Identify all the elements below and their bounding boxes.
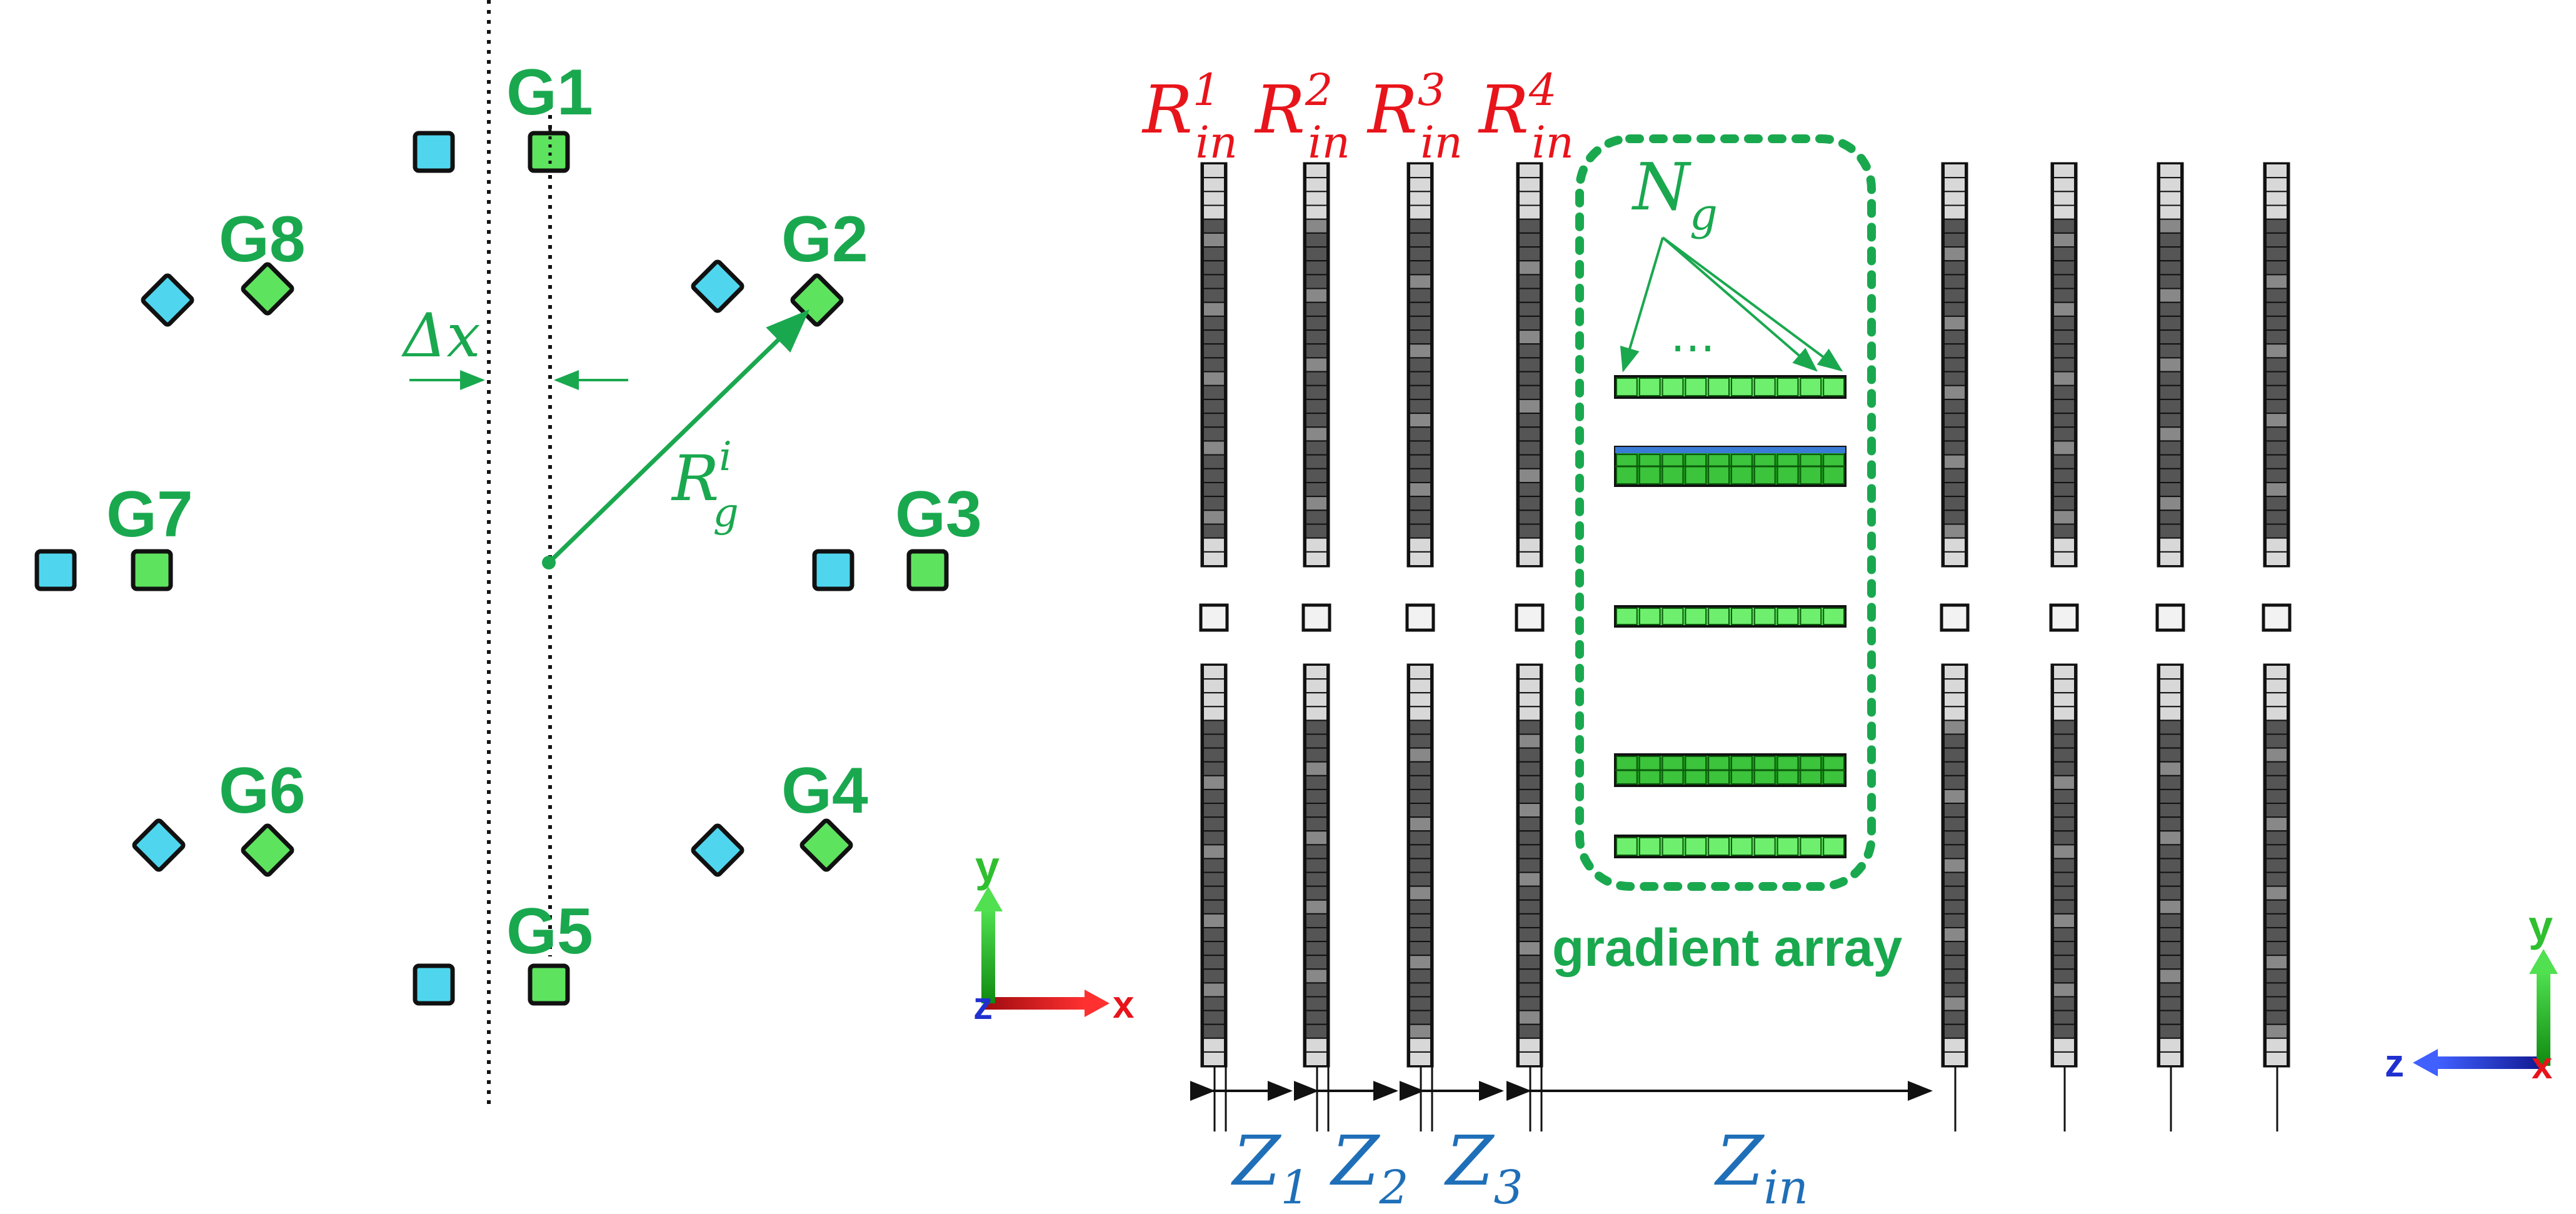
magnet-cyan-g5	[413, 963, 455, 1006]
slab-column-6-center	[2049, 603, 2079, 632]
ellipsis-label: …	[1670, 309, 1715, 362]
magnet-cyan-g6	[132, 818, 186, 872]
ng-arrow-1	[1620, 237, 1664, 373]
group-label-g4: G4	[781, 755, 868, 827]
magnet-green-g4	[799, 818, 853, 872]
z2-label: Z2	[1330, 1121, 1409, 1214]
magnet-cyan-g1	[413, 131, 455, 173]
gradient-bar-3	[1614, 605, 1847, 628]
distance-dimensions: Z1 Z2 Z3 Zin	[1190, 1081, 1933, 1214]
gradient-array-group: Ng … gradient array	[1552, 134, 1903, 977]
group-label-g5: G5	[506, 895, 593, 968]
group-label-g8: G8	[219, 203, 306, 276]
axis-x-label-right: x	[2532, 1045, 2552, 1086]
slab-column-1-lower	[1200, 663, 1228, 1068]
radius-arrow	[547, 309, 810, 564]
delta-x-label: Δx	[401, 301, 480, 371]
axis-z-label-right: z	[2385, 1042, 2404, 1085]
gradient-bar-2	[1614, 446, 1847, 487]
slab-column-3-upper	[1406, 162, 1434, 568]
magnet-green-g8	[241, 262, 294, 316]
gradient-bars	[1614, 375, 1847, 858]
magnet-green-g5	[528, 963, 570, 1006]
group-label-g6: G6	[219, 755, 306, 827]
axis-y-label: y	[975, 842, 1000, 891]
xy-axes-indicator: y x z	[973, 842, 1135, 1028]
axis-y-label-right: y	[2528, 901, 2553, 950]
slab-column-1-center	[1199, 603, 1229, 632]
magnet-cyan-g4	[691, 823, 744, 877]
magnet-green-g6	[241, 823, 294, 877]
slab-column-2-center	[1301, 603, 1331, 632]
magnet-cyan-g3	[812, 549, 854, 591]
slab-column-8-upper	[2263, 162, 2290, 568]
slab-column-7-lower	[2157, 663, 2184, 1068]
z3-label: Z3	[1444, 1121, 1523, 1214]
axis-z-label: z	[973, 985, 993, 1028]
magnet-cyan-g2	[691, 259, 744, 313]
slab-column-4-center	[1515, 603, 1545, 632]
magnet-green-g3	[906, 549, 949, 591]
zin-label: Zin	[1714, 1121, 1808, 1214]
zy-axes-indicator: y z x	[2385, 901, 2558, 1086]
slab-column-2-upper	[1303, 162, 1330, 568]
gradient-bar-4	[1614, 753, 1847, 787]
ng-arrow-3	[1661, 236, 1843, 372]
gradient-bar-5	[1614, 835, 1847, 858]
group-label-g3: G3	[895, 478, 982, 551]
slab-column-5-lower	[1941, 663, 1968, 1068]
gradient-array-label: gradient array	[1552, 918, 1903, 977]
slab-column-2-lower	[1303, 663, 1330, 1068]
slab-column-6-upper	[2050, 162, 2078, 568]
slab-column-6-lower	[2050, 663, 2078, 1068]
group-label-g7: G7	[106, 478, 193, 551]
slab-column-3-center	[1405, 603, 1435, 632]
slab-column-5-upper	[1941, 162, 1968, 568]
magnet-cyan-g7	[34, 549, 77, 591]
gradient-bar-1	[1614, 375, 1847, 399]
delta-x-annotation: Δx	[401, 301, 628, 390]
magnet-slabs	[1199, 162, 2292, 1131]
slab-column-4-upper	[1516, 162, 1543, 568]
slab-column-8-center	[2262, 603, 2292, 632]
slab-column-7-upper	[2157, 162, 2184, 568]
group-label-g2: G2	[781, 203, 868, 276]
z1-label: Z1	[1231, 1121, 1310, 1214]
slab-column-8-lower	[2263, 663, 2290, 1068]
magnet-cyan-g8	[141, 273, 194, 327]
ng-arrow-2	[1661, 236, 1818, 372]
gradient-array-outline	[1575, 134, 1876, 891]
slab-column-7-center	[2155, 603, 2185, 632]
slab-column-1-upper	[1200, 162, 1228, 568]
slab-column-5-center	[1940, 603, 1970, 632]
slab-column-4-lower	[1516, 663, 1543, 1068]
slab-column-3-lower	[1406, 663, 1434, 1068]
axis-x-label: x	[1113, 983, 1135, 1026]
ng-label: Ng	[1631, 149, 1718, 240]
group-label-g1: G1	[506, 56, 593, 129]
magnet-markers	[34, 128, 949, 1006]
magnet-green-g7	[131, 549, 173, 591]
